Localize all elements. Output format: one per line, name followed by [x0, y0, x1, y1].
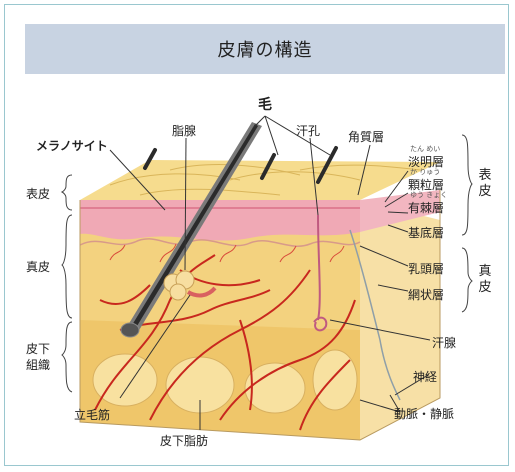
label-subcutis-left-2: 組織 — [26, 356, 50, 373]
left-brackets — [62, 175, 72, 392]
label-subcutis-left-1: 皮下 — [26, 340, 50, 357]
label-papillary-layer: 乳頭層 — [408, 260, 444, 277]
label-dermis-left: 真皮 — [26, 258, 50, 275]
label-artery-vein: 動脈・静脈 — [394, 405, 454, 422]
label-dermis-right: 真皮 — [478, 264, 492, 296]
right-brackets — [462, 135, 472, 312]
label-sweat-gland: 汗腺 — [432, 334, 456, 351]
label-melanocyte: メラノサイト — [36, 137, 108, 154]
label-epidermis-left: 表皮 — [26, 185, 50, 202]
label-sebaceous-gland: 脂腺 — [172, 122, 196, 139]
label-stratum-basale: 基底層 — [408, 224, 444, 241]
label-epidermis-right: 表皮 — [478, 168, 492, 200]
label-hair: 毛 — [258, 94, 272, 114]
label-stratum-spinosum: 有棘層 — [408, 199, 444, 216]
label-subcutaneous-fat: 皮下脂肪 — [160, 432, 208, 449]
label-epidermis-right-text: 表皮 — [478, 168, 491, 199]
hair-bulb — [121, 323, 139, 337]
label-dermis-right-text: 真皮 — [478, 264, 491, 295]
label-nerve: 神経 — [413, 368, 437, 385]
label-stratum-corneum: 角質層 — [348, 128, 384, 145]
label-sweat-pore: 汗孔 — [296, 122, 320, 139]
label-reticular-layer: 網状層 — [408, 286, 444, 303]
label-arrector-pili: 立毛筋 — [74, 406, 110, 423]
